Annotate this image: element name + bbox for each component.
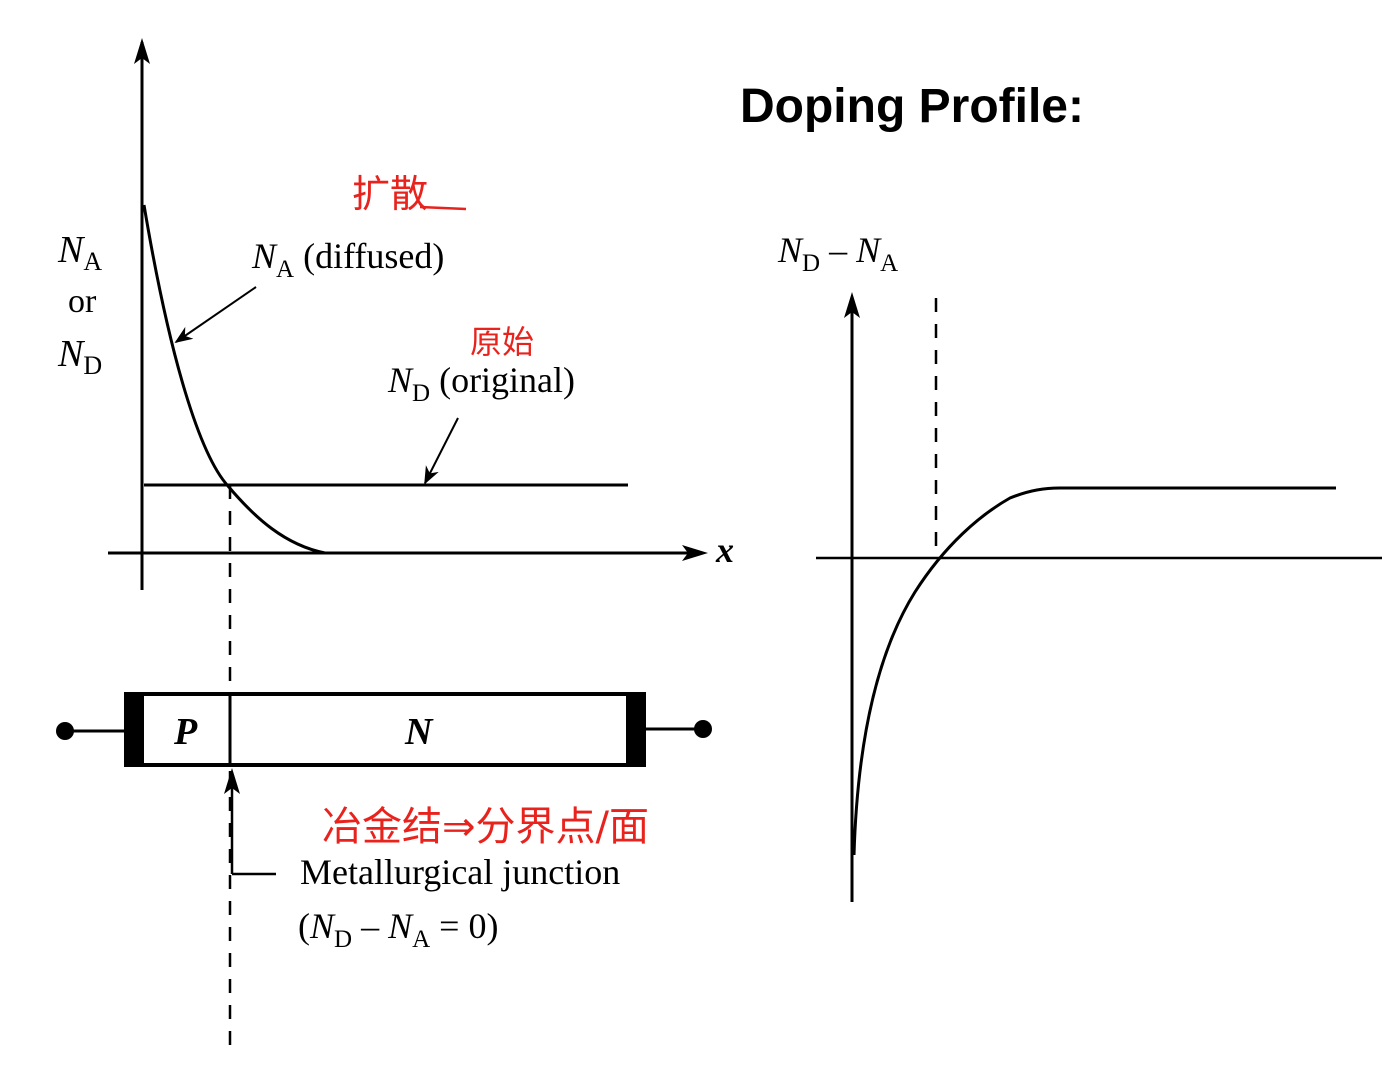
junction-label-line1: Metallurgical junction <box>300 852 620 892</box>
na-diffused-label: NA (diffused) <box>251 236 444 283</box>
device-body <box>124 692 646 767</box>
na-pointer-arrow <box>174 286 257 344</box>
left-x-axis-arrow-icon <box>682 545 708 561</box>
n-region-label: N <box>404 711 434 753</box>
nd-original-label: ND (original) <box>387 360 575 407</box>
right-contact <box>626 694 644 765</box>
left-contact <box>126 694 144 765</box>
annotation-original: 原始 <box>470 323 534 361</box>
annotation-diffuse: 扩散 <box>352 172 428 216</box>
figure-title: Doping Profile: <box>740 80 1084 133</box>
right-plot <box>816 292 1382 902</box>
annotation-junction-note: 冶金结⇒分界点/面 <box>322 804 649 850</box>
na-diffused-curve <box>142 204 326 555</box>
net-doping-curve <box>852 486 1336 856</box>
left-y-label-or: or <box>68 283 97 320</box>
left-y-axis-arrow-icon <box>134 38 150 64</box>
junction-pointer <box>224 768 276 876</box>
left-x-label: x <box>715 530 734 570</box>
junction-pointer-arrow-icon <box>224 768 240 794</box>
right-y-label: ND – NA <box>777 230 898 277</box>
pn-device <box>56 692 712 767</box>
junction-label-line2: (ND – NA = 0) <box>298 906 498 953</box>
left-plot <box>108 38 708 1048</box>
left-y-label-na: NA <box>57 229 102 276</box>
annotation-diffuse-underline <box>419 205 467 211</box>
left-y-label-nd: ND <box>57 333 102 380</box>
right-terminal-dot <box>694 720 712 738</box>
p-region-label: P <box>173 711 198 753</box>
right-y-axis-arrow-icon <box>844 292 860 318</box>
left-terminal-dot <box>56 722 74 740</box>
nd-pointer-arrow <box>424 417 459 485</box>
